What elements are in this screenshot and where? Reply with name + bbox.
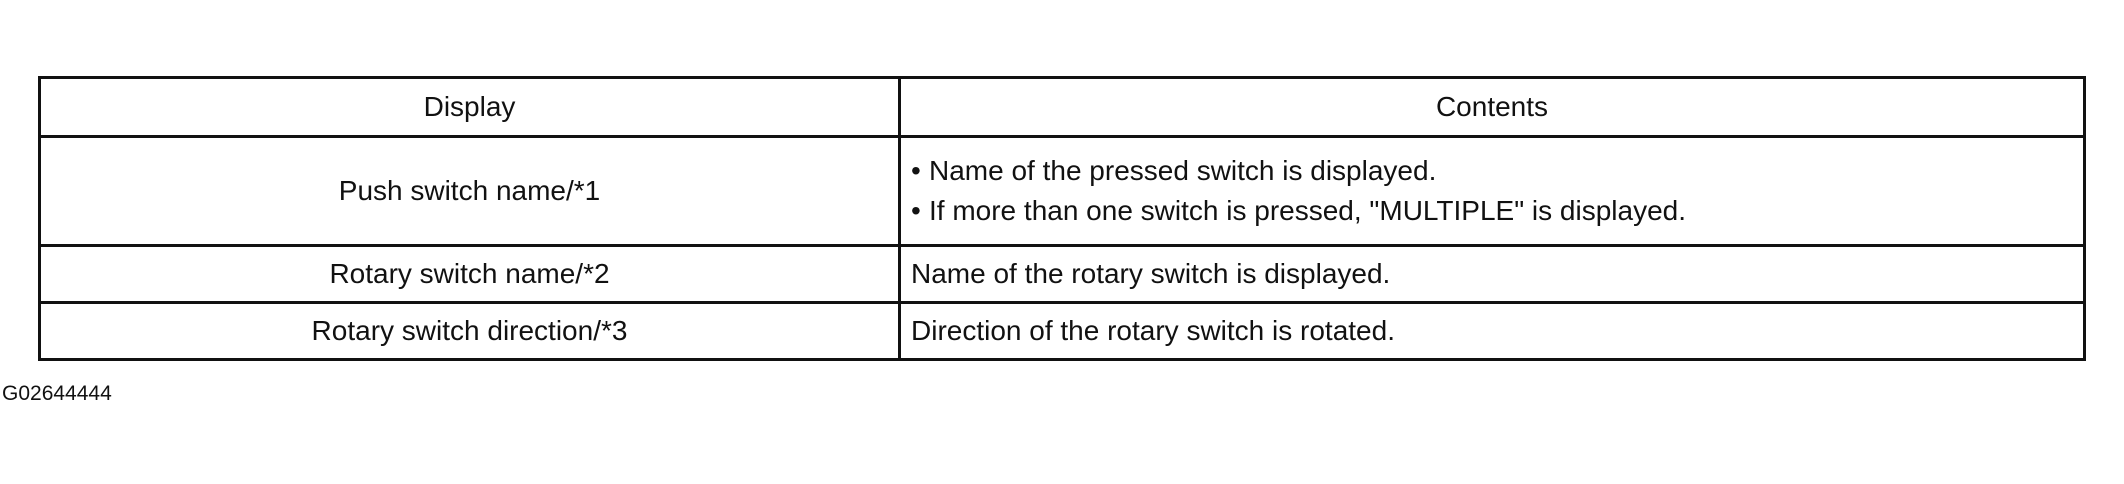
table-row: Push switch name/*1 • Name of the pressed… (38, 135, 2086, 247)
list-item-text: If more than one switch is pressed, "MUL… (929, 195, 1687, 226)
list-item-text: Name of the pressed switch is displayed. (929, 155, 1437, 186)
bullet-icon: • (911, 195, 921, 226)
contents-cell-rotary-switch-direction: Direction of the rotary switch is rotate… (898, 301, 2086, 361)
list-item: • If more than one switch is pressed, "MU… (911, 193, 2073, 229)
contents-bullet-list: • Name of the pressed switch is displayed… (911, 153, 2073, 229)
contents-cell-rotary-switch-name: Name of the rotary switch is displayed. (898, 244, 2086, 304)
header-contents: Contents (898, 76, 2086, 138)
display-cell-rotary-switch-direction: Rotary switch direction/*3 (38, 301, 901, 361)
header-display: Display (38, 76, 901, 138)
display-contents-table: Display Contents Push switch name/*1 • Na… (38, 76, 2086, 361)
table-header-row: Display Contents (38, 76, 2086, 138)
contents-cell-push-switch-name: • Name of the pressed switch is displayed… (898, 135, 2086, 247)
display-cell-rotary-switch-name: Rotary switch name/*2 (38, 244, 901, 304)
table-row: Rotary switch name/*2 Name of the rotary… (38, 244, 2086, 304)
figure-id: G02644444 (2, 382, 112, 405)
list-item: • Name of the pressed switch is displayed… (911, 153, 2073, 189)
table-row: Rotary switch direction/*3 Direction of … (38, 301, 2086, 361)
bullet-icon: • (911, 155, 921, 186)
display-cell-push-switch-name: Push switch name/*1 (38, 135, 901, 247)
